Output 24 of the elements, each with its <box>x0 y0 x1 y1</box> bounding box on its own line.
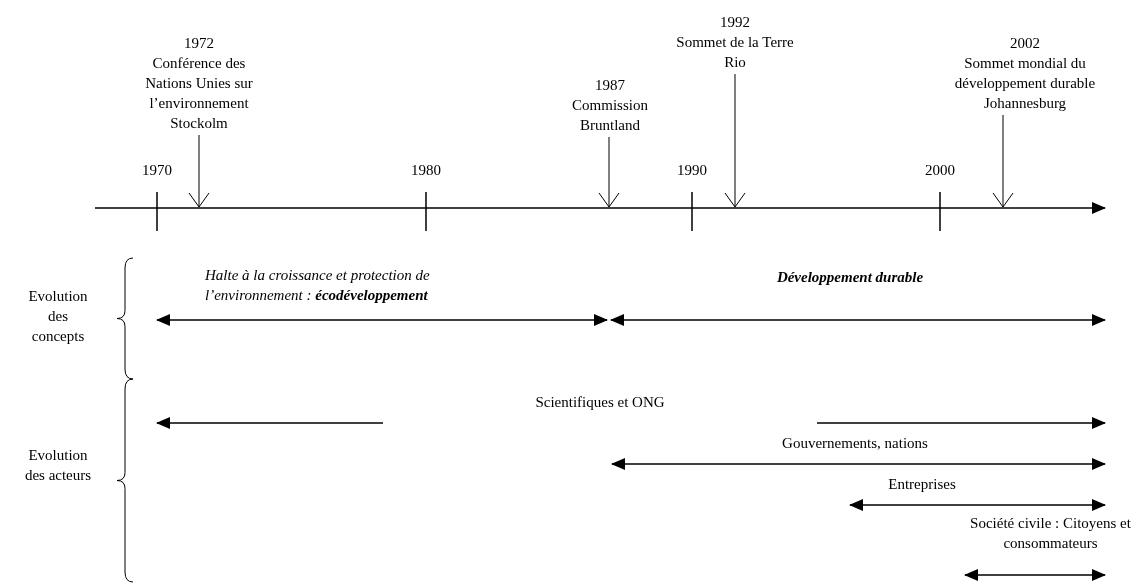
arrow <box>598 136 620 208</box>
row-heading: Evolution des concepts <box>27 287 89 346</box>
event-description: Commission Bruntland <box>571 96 649 135</box>
concept-label: Halte à la croissance et protection de l’environnement : écodéveloppement <box>205 266 431 305</box>
row-heading: Evolution des acteurs <box>23 446 93 485</box>
arrow <box>992 114 1014 208</box>
event-description: Sommet de la Terre Rio <box>675 33 795 72</box>
event-year: 1987 <box>594 76 626 95</box>
actor-label: Entreprises <box>887 475 957 494</box>
actor-label: Société civile : Citoyens et consommateurs <box>969 514 1132 553</box>
event-description: Conférence des Nations Unies sur l’environnement Stockolm <box>144 54 254 133</box>
concept-label: Développement durable <box>775 268 925 287</box>
event-year: 2002 <box>1009 34 1041 53</box>
actor-label: Gouvernements, nations <box>781 434 929 453</box>
event-year: 1992 <box>719 13 751 32</box>
year-label: 1990 <box>676 161 708 180</box>
year-label: 2000 <box>924 161 956 180</box>
event-year: 1972 <box>183 34 215 53</box>
year-label: 1980 <box>410 161 442 180</box>
arrow <box>188 134 210 208</box>
year-label: 1970 <box>141 161 173 180</box>
arrow <box>724 73 746 208</box>
event-description: Sommet mondial du développement durable Johannesburg <box>953 54 1097 113</box>
actor-label: Scientifiques et ONG <box>534 393 666 412</box>
